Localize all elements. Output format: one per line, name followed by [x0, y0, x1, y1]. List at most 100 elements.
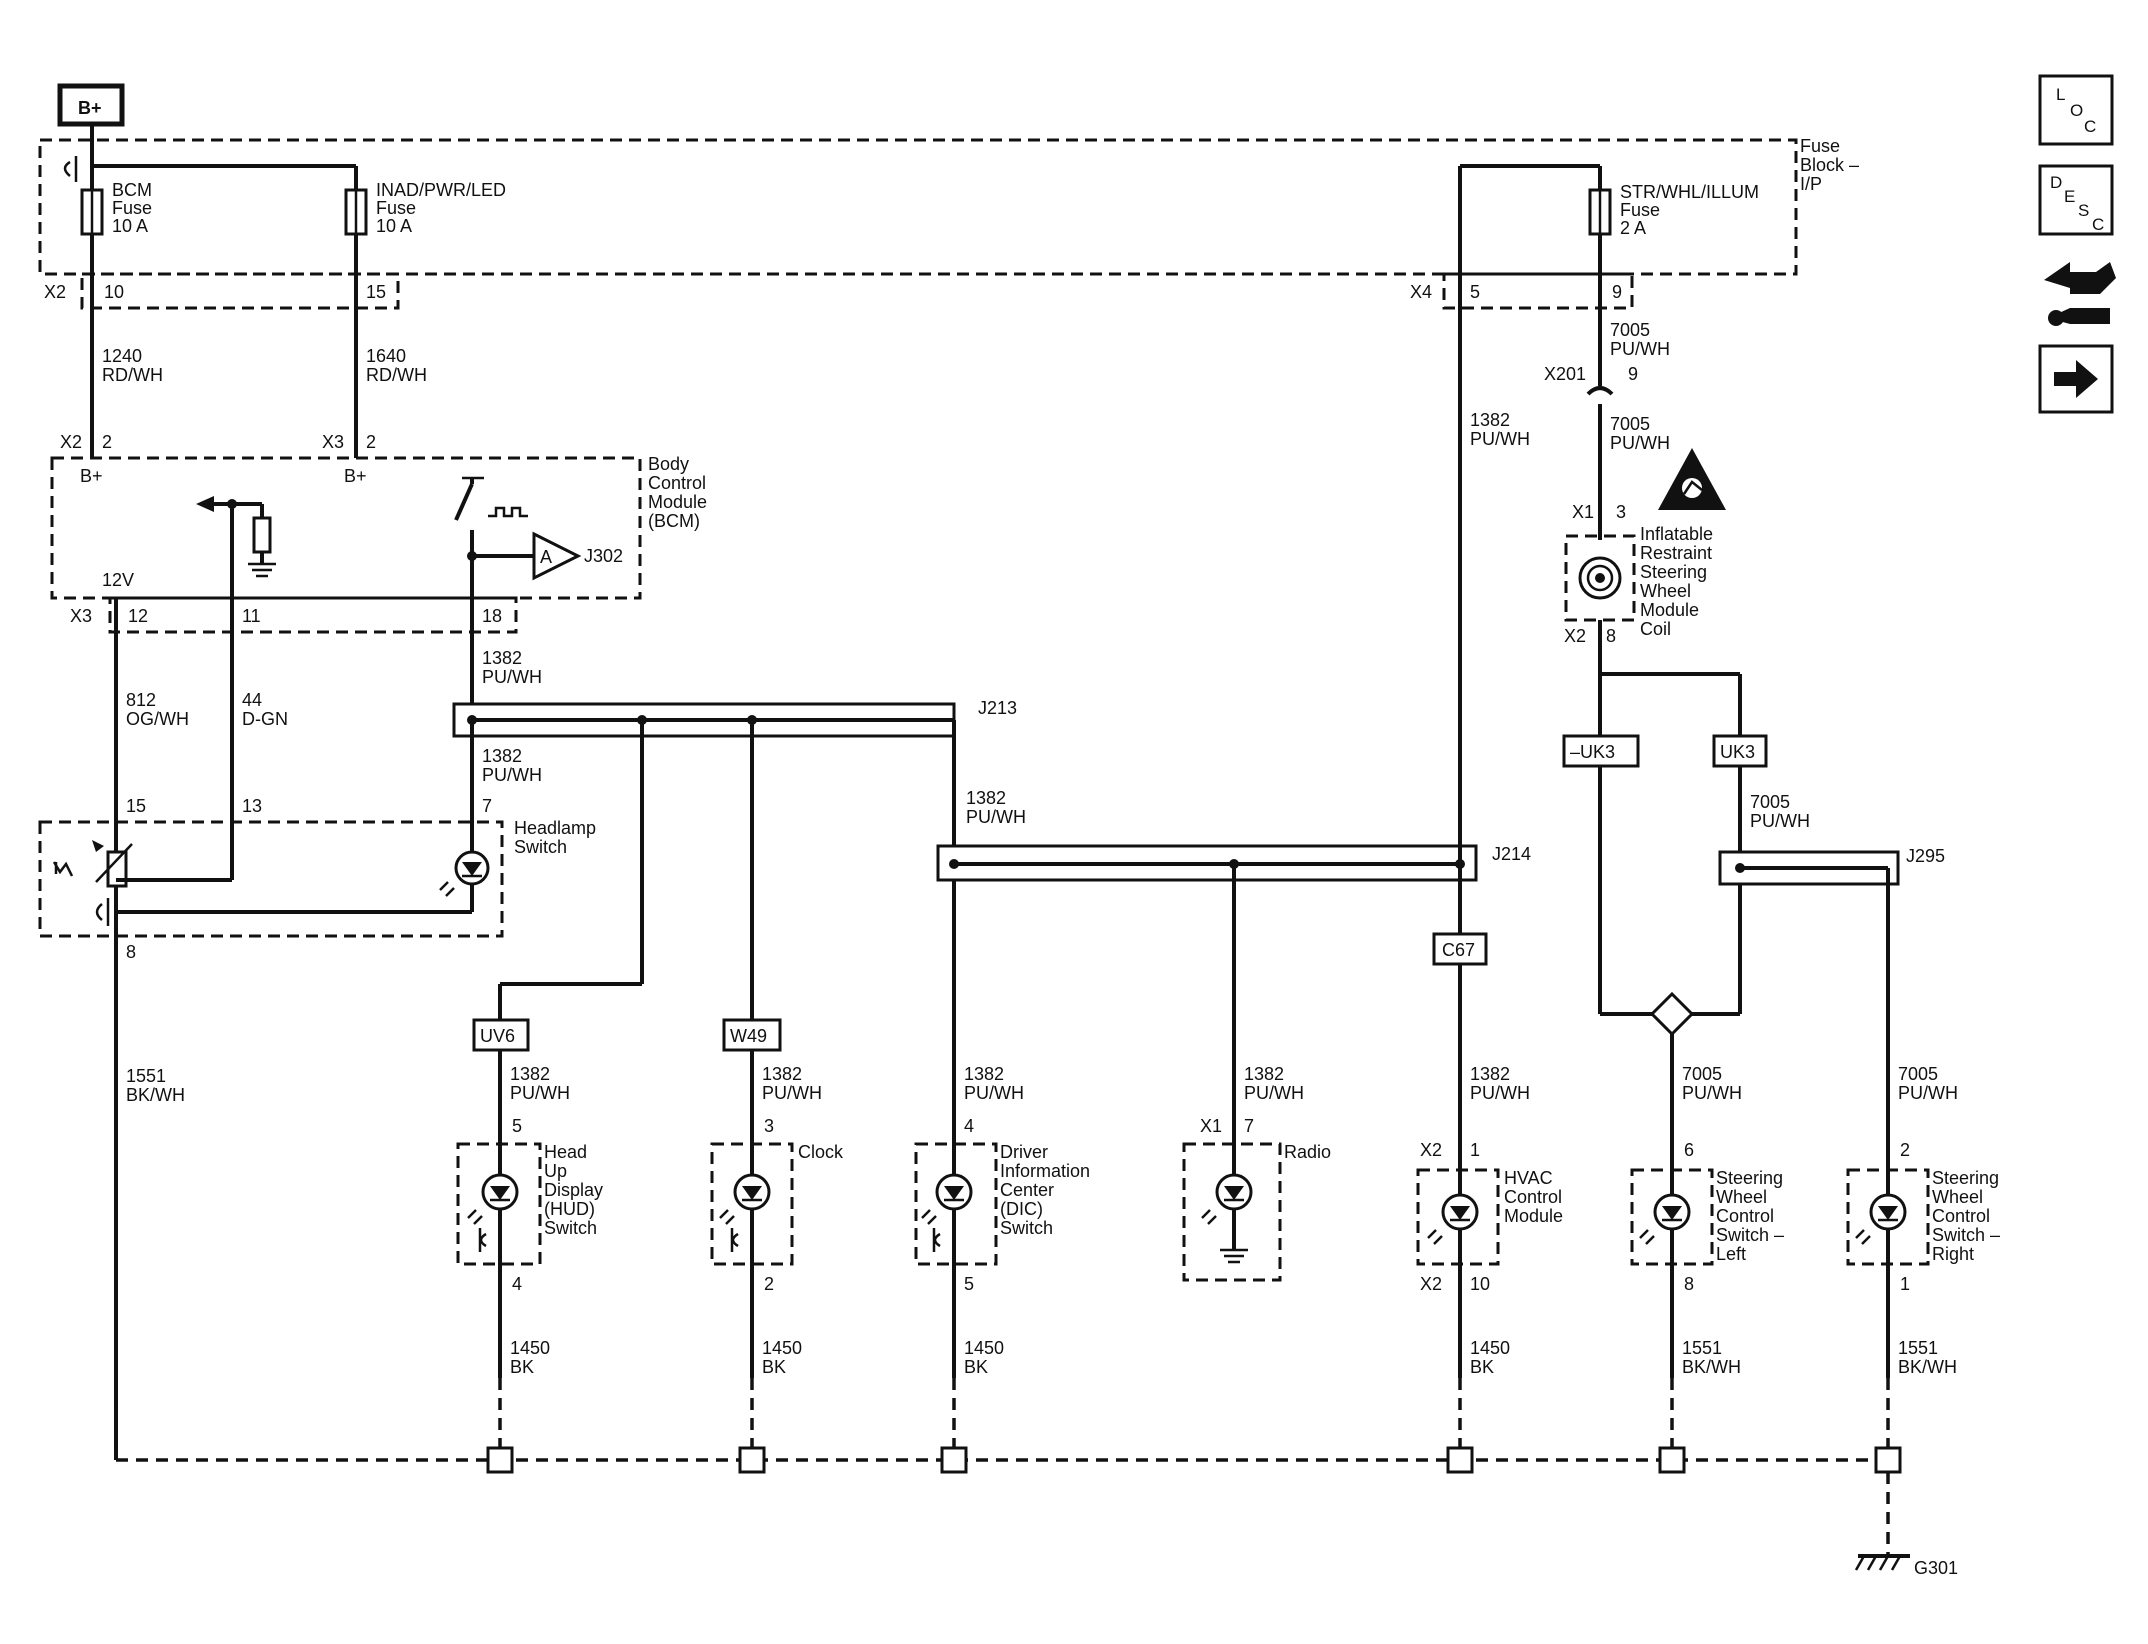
svg-text:2: 2 — [366, 432, 376, 452]
wire-1382-bcm-label: 1382 PU/WH — [482, 648, 542, 687]
wire-812-label: 812 OG/WH — [126, 690, 189, 729]
svg-text:C: C — [2084, 117, 2096, 136]
svg-text:13: 13 — [242, 796, 262, 816]
dic-switch-module: 4 5 — [914, 1116, 998, 1294]
option-junction-diamond — [1649, 991, 1695, 1037]
svg-text:X4: X4 — [1410, 282, 1432, 302]
wire-44-label: 44 D-GN — [242, 690, 288, 729]
arrow-right-icon — [2054, 360, 2098, 398]
inad-fuse-label: INAD/PWR/LED Fuse 10 A — [376, 180, 511, 236]
wire-1240-label: 1240 RD/WH — [102, 346, 163, 385]
radio-module: X1 7 — [1182, 1116, 1282, 1282]
bcm-label: Body Control Module (BCM) — [648, 454, 712, 531]
svg-text:2: 2 — [1900, 1140, 1910, 1160]
swc-right-label: Steering Wheel Control Switch – Right — [1932, 1168, 2005, 1264]
svg-text:D: D — [2050, 173, 2062, 192]
svg-text:11: 11 — [242, 606, 261, 626]
svg-text:X2: X2 — [1420, 1140, 1442, 1160]
svg-text:2: 2 — [764, 1274, 774, 1294]
svg-text:W49: W49 — [730, 1026, 767, 1046]
svg-text:3: 3 — [1616, 502, 1626, 522]
svg-text:7: 7 — [482, 796, 492, 816]
svg-text:12: 12 — [128, 606, 148, 626]
svg-text:X1: X1 — [1572, 502, 1594, 522]
svg-text:1: 1 — [1470, 1140, 1480, 1160]
clock-label: Clock — [798, 1142, 844, 1162]
hvac-control-module: X2 1 X2 10 — [1416, 1140, 1500, 1294]
hvac-label: HVAC Control Module — [1504, 1168, 1567, 1226]
loc-button[interactable]: L O C — [2038, 74, 2114, 146]
svg-text:X2: X2 — [60, 432, 82, 452]
svg-text:10: 10 — [1470, 1274, 1490, 1294]
fuse-block-ip — [38, 138, 1798, 276]
svg-text:18: 18 — [482, 606, 502, 626]
ground-g301-symbol — [1854, 1554, 1910, 1571]
fuse-block-label: Fuse Block – I/P — [1800, 136, 1864, 194]
svg-text:5: 5 — [964, 1274, 974, 1294]
body-control-module — [50, 456, 642, 600]
svg-text:15: 15 — [126, 796, 146, 816]
svg-text:C: C — [2092, 215, 2104, 234]
steering-wheel-control-switch-left: 6 8 — [1630, 1140, 1714, 1294]
bcm-fuse-label: BCM Fuse 10 A — [112, 180, 157, 236]
svg-text:O: O — [2070, 101, 2083, 120]
svg-text:X2: X2 — [44, 282, 66, 302]
svg-text:J214: J214 — [1492, 844, 1531, 864]
next-arrow-button[interactable] — [2038, 344, 2114, 414]
ground-g301-label: G301 — [1914, 1558, 1958, 1578]
svg-text:X2: X2 — [1564, 626, 1586, 646]
headlamp-switch — [38, 820, 504, 938]
svg-text:L: L — [2056, 85, 2065, 104]
svg-text:S: S — [2078, 201, 2089, 220]
svg-text:J295: J295 — [1906, 846, 1945, 866]
headlamp-switch-label: Headlamp Switch — [514, 818, 601, 857]
svg-text:4: 4 — [964, 1116, 974, 1136]
svg-text:X201: X201 — [1544, 364, 1586, 384]
wire-7005-a-label: 7005 PU/WH — [1610, 320, 1670, 359]
svg-text:7: 7 — [1244, 1116, 1254, 1136]
b-plus-source-label: B+ — [78, 98, 102, 118]
svg-text:B+: B+ — [80, 466, 103, 486]
str-whl-illum-fuse-label: STR/WHL/ILLUM Fuse 2 A — [1620, 182, 1764, 238]
desc-button[interactable]: D E S C — [2038, 164, 2114, 236]
wire-1382-hs-label: 1382 PU/WH — [482, 746, 542, 785]
svg-text:X2: X2 — [1420, 1274, 1442, 1294]
svg-text:J213: J213 — [978, 698, 1017, 718]
svg-text:10: 10 — [104, 282, 124, 302]
svg-text:8: 8 — [1684, 1274, 1694, 1294]
wire-1382-hvac-top-label: 1382 PU/WH — [1470, 410, 1530, 449]
svg-text:X3: X3 — [70, 606, 92, 626]
svg-text:15: 15 — [366, 282, 386, 302]
wire-1382-j214-label: 1382 PU/WH — [966, 788, 1026, 827]
svg-text:8: 8 — [126, 942, 136, 962]
svg-text:B+: B+ — [344, 466, 367, 486]
svg-text:E: E — [2064, 187, 2075, 206]
bcm-amplifier-symbol — [532, 531, 582, 581]
wire-7005-b-label: 7005 PU/WH — [1610, 414, 1670, 453]
svg-text:8: 8 — [1606, 626, 1616, 646]
airbag-coil-label: Inflatable Restraint Steering Wheel Modu… — [1640, 524, 1718, 639]
svg-text:9: 9 — [1612, 282, 1622, 302]
svg-text:6: 6 — [1684, 1140, 1694, 1160]
svg-text:A: A — [540, 547, 552, 567]
svg-text:5: 5 — [512, 1116, 522, 1136]
radio-label: Radio — [1284, 1142, 1331, 1162]
svg-text:5: 5 — [1470, 282, 1480, 302]
svg-text:3: 3 — [764, 1116, 774, 1136]
svg-text:9: 9 — [1628, 364, 1638, 384]
svg-text:4: 4 — [512, 1274, 522, 1294]
svg-text:J302: J302 — [584, 546, 623, 566]
wire-1551-left-label: 1551 BK/WH — [126, 1066, 185, 1105]
connector-view-icon[interactable] — [2044, 262, 2116, 326]
